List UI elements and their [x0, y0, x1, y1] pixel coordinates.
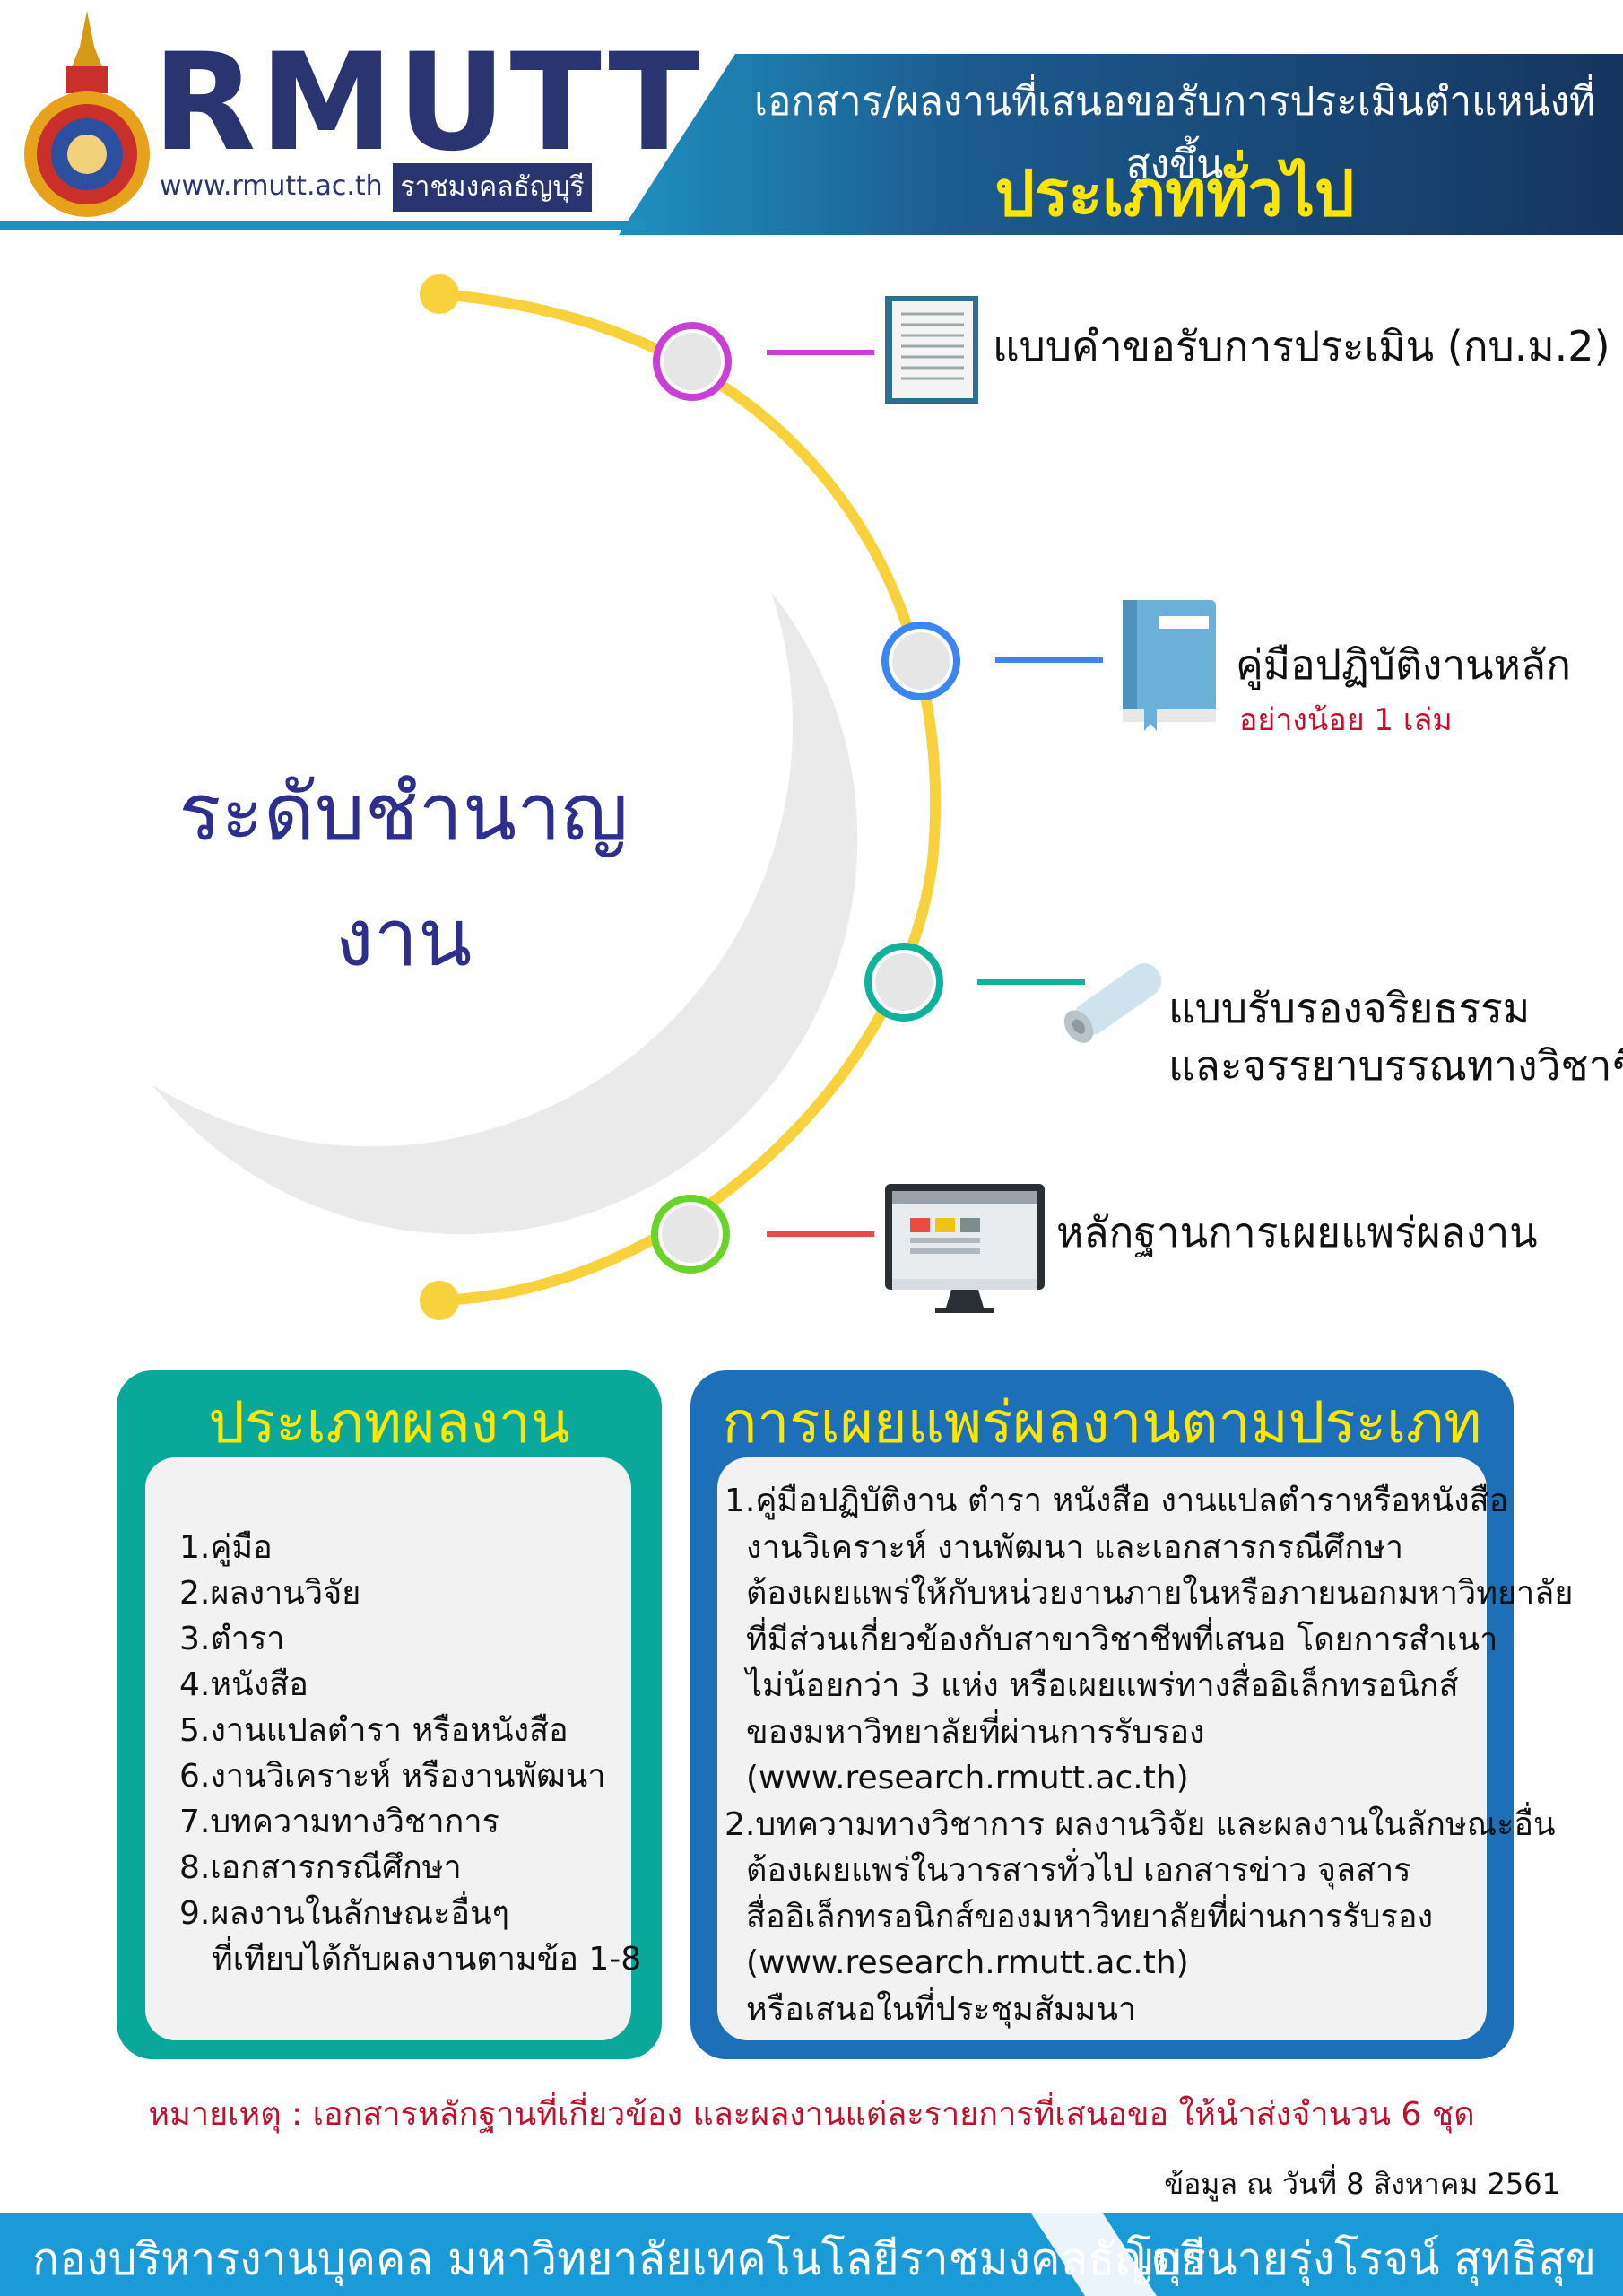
arc-end-top: [420, 274, 459, 314]
logo-wordmark: RMUTT: [152, 25, 704, 181]
publish-line: ที่มีส่วนเกี่ยวข้องกับสาขาวิชาชีพที่เสนอ…: [746, 1621, 1498, 1658]
footnote: หมายเหตุ : เอกสารหลักฐานที่เกี่ยวข้อง แล…: [148, 2096, 1475, 2133]
arc-end-bottom: [420, 1281, 459, 1320]
timeline-label-1: แบบคำขอรับการประเมิน (กบ.ม.2): [993, 322, 1610, 370]
timeline-label-3-line2: และจรรยาบรรณทางวิชาชีพ: [1168, 1041, 1623, 1090]
monitor-icon: [885, 1184, 1045, 1313]
publish-line: หรือเสนอในที่ประชุมสัมมนา: [746, 1990, 1137, 2028]
publish-line: 1.คู่มือปฏิบัติงาน ตำรา หนังสือ งานแปลตำ…: [725, 1483, 1509, 1519]
list-item: 6.งานวิเคราะห์ หรืองานพัฒนา: [179, 1758, 606, 1795]
publish-line: ต้องเผยแพร่ในวารสารทั่วไป เอกสารข่าว จุล…: [746, 1852, 1411, 1889]
types-list: 1.คู่มือ 2.ผลงานวิจัย 3.ตำรา 4.หนังสือ 5…: [179, 1525, 641, 1982]
list-item: 2.ผลงานวิจัย: [179, 1575, 361, 1612]
header-subtitle: ประเภททั่วไป: [994, 157, 1355, 230]
publish-line: ไม่น้อยกว่า 3 แห่ง หรือเผยแพร่ทางสื่ออิเ…: [746, 1667, 1459, 1704]
document-icon: [885, 296, 978, 404]
publish-line: งานวิเคราะห์ งานพัฒนา และเอกสารกรณีศึกษา: [746, 1528, 1403, 1566]
book-icon: [1123, 600, 1216, 731]
logo-url[interactable]: www.rmutt.ac.th: [160, 170, 383, 202]
publish-line: (www.research.rmutt.ac.th): [746, 1760, 1189, 1796]
publish-line: 2.บทความทางวิชาการ ผลงานวิจัย และผลงานใน…: [725, 1805, 1556, 1843]
timeline-label-3-line1: แบบรับรองจริยธรรม: [1168, 984, 1531, 1032]
scroll-icon: [1063, 963, 1162, 1043]
data-date: ข้อมูล ณ วันที่ 8 สิงหาคม 2561: [1164, 2167, 1560, 2201]
publish-line: สื่ออิเล็กทรอนิกส์ของมหาวิทยาลัยที่ผ่านก…: [746, 1898, 1434, 1935]
logo-thai-name: ราชมงคลธัญบุรี: [393, 163, 592, 212]
header-band: [0, 54, 1623, 235]
publish-line: ของมหาวิทยาลัยที่ผ่านการรับรอง: [746, 1713, 1205, 1751]
publish-list: 1.คู่มือปฏิบัติงาน ตำรา หนังสือ งานแปลตำ…: [725, 1478, 1574, 2032]
shadow-crescent: [152, 592, 858, 1235]
center-disc: [72, 475, 717, 1121]
timeline-note-2: อย่างน้อย 1 เล่ม: [1239, 702, 1453, 738]
list-item: 8.เอกสารกรณีศึกษา: [179, 1849, 462, 1886]
university-seal-icon: [24, 11, 150, 217]
list-item: 9.ผลงานในลักษณะอื่นๆ: [179, 1895, 509, 1932]
list-item: 5.งานแปลตำรา หรือหนังสือ: [179, 1712, 568, 1749]
publish-line: (www.research.rmutt.ac.th): [746, 1944, 1189, 1981]
types-box-title: ประเภทผลงาน: [208, 1390, 570, 1457]
types-box-panel: [145, 1457, 631, 2040]
list-item: ที่เทียบได้กับผลงานตามข้อ 1-8: [212, 1941, 642, 1978]
timeline-graphic: [72, 274, 1103, 1320]
publish-line: ต้องเผยแพร่ให้กับหน่วยงานภายในหรือภายนอก…: [746, 1575, 1574, 1612]
publish-box-panel: [717, 1457, 1487, 2040]
timeline-label-2: คู่มือปฏิบัติงานหลัก: [1236, 640, 1571, 689]
header-title: เอกสาร/ผลงานที่เสนอขอรับการประเมินตำแหน่…: [753, 79, 1596, 187]
center-title: ระดับชำนาญงาน: [178, 766, 629, 984]
footer-author: โดยนายรุ่งโรจน์ สุทธิสุข: [1126, 2233, 1596, 2285]
footer-department: กองบริหารงานบุคคล มหาวิทยาลัยเทคโนโลยีรา…: [32, 2233, 1206, 2285]
timeline-label-4: หลักฐานการเผยแพร่ผลงาน: [1056, 1208, 1538, 1257]
list-item: 3.ตำรา: [179, 1621, 285, 1657]
list-item: 7.บทความทางวิชาการ: [179, 1804, 499, 1840]
footer-band: [0, 2213, 1623, 2296]
list-item: 1.คู่มือ: [179, 1529, 273, 1566]
list-item: 4.หนังสือ: [179, 1666, 308, 1703]
